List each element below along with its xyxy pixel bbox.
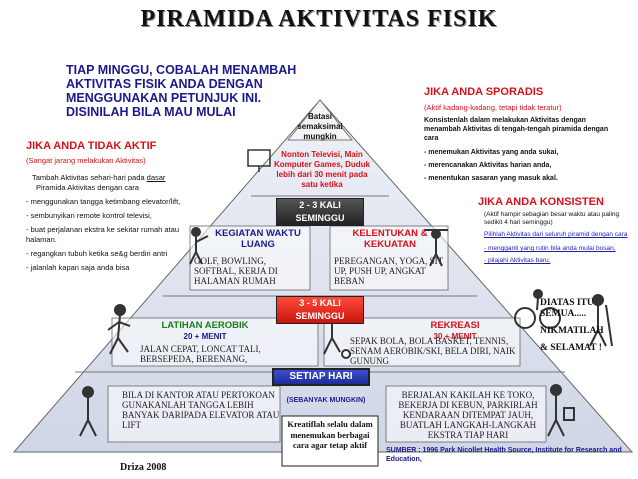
sporadic-item: - merencanakan Aktivitas harian anda, <box>424 162 552 169</box>
consistent-heading: JIKA ANDA KONSISTEN <box>478 196 604 208</box>
aerobic-box <box>111 317 319 367</box>
enjoy-message: DIATAS ITU SEMUA..... NIKMATILAH & SELAM… <box>540 298 630 354</box>
shopper-icon <box>547 384 575 437</box>
inactive-lead: Tambah Aktivitas sehari-hari pada dasar … <box>26 173 196 193</box>
apex-line-3: mungkin <box>303 132 337 141</box>
flex-heading: KELENTUKAN & KEKUATAN <box>340 228 440 250</box>
recreation-text: SEPAK BOLA, BOLA BASKET, TENNIS, SENAM A… <box>350 336 516 366</box>
leisure-heading: KEGIATAN WAKTU LUANG <box>208 228 308 250</box>
inactive-lead-suffix: Piramida Aktivitas dengan cara <box>36 183 139 192</box>
runner-icon <box>107 304 131 355</box>
flex-text: PEREGANGAN, YOGA, SIT UP, PUSH UP, ANGKA… <box>334 256 444 286</box>
sporadic-item: - menemukan Aktivitas yang anda sukai, <box>424 149 559 156</box>
inactive-heading: JIKA ANDA TIDAK AKTIF <box>26 140 157 152</box>
consistent-item: - pilajahi Aktivitas baru. <box>484 257 551 264</box>
intro-text: TIAP MINGGU, COBALAH MENAMBAH AKTIVITAS … <box>66 63 297 119</box>
daily-right-text: BERJALAN KAKILAH KE TOKO, BEKERJA DI KEB… <box>398 390 538 440</box>
consistent-subheading: (Aktif hampir sebagian besar waktu atau … <box>484 211 620 226</box>
daily-right-box <box>385 385 547 443</box>
creative-text: Kreatiflah selalu dalam menemukan berbag… <box>287 419 373 450</box>
consistent-panel: JIKA ANDA KONSISTEN (Aktif hampir sebagi… <box>478 196 628 265</box>
band-3-5: 3 - 5 KALI SEMINGGU <box>276 296 364 324</box>
tv-watcher-icon <box>247 149 271 172</box>
daily-left-text: BILA DI KANTOR ATAU PERTOKOAN GUNAKANLAH… <box>122 390 280 430</box>
sporadic-subheading: (Aktif kadang-kadang, tetapi tidak terat… <box>424 103 562 112</box>
recreation-heading-group: REKREASI 30 + MENIT <box>400 320 510 342</box>
inactive-lead-prefix: Tambah Aktivitas sehari-hari pada <box>32 173 147 182</box>
apex-label: Batasi semaksimal mungkin <box>290 112 350 142</box>
flex-box <box>329 225 449 291</box>
inactive-lead-underline: dasar <box>146 173 166 182</box>
enjoy-line-2: SEMUA..... <box>540 309 587 319</box>
recreation-sub: 30 + MENIT <box>433 332 477 341</box>
source-credit: SUMBER : 1996 Park Nicollet Health Sourc… <box>386 447 622 463</box>
band-2-3: 2 - 3 KALI SEMINGGU <box>276 198 364 226</box>
apex-line-1: Batasi <box>307 112 332 121</box>
sporadic-panel: JIKA ANDA SPORADIS (Aktif kadang-kadang,… <box>424 86 624 184</box>
apex-line-2: semaksimal <box>297 122 343 131</box>
weightlifter-icon <box>424 229 448 267</box>
aerobic-text: JALAN CEPAT, LONCAT TALI, BERSEPEDA, BER… <box>140 344 261 364</box>
page-title: PIRAMIDA AKTIVITAS FISIK <box>140 6 498 32</box>
aerobic-title: LATIHAN AEROBIK <box>161 320 249 331</box>
consistent-lead: Pilihlah Aktivitas dari seluruh piramid … <box>484 231 628 238</box>
band-daily: SETIAP HARI <box>272 368 370 386</box>
inactive-subheading: (Sangat jarang melakukan Aktivitas) <box>26 156 146 165</box>
pyramid-apex <box>286 99 354 141</box>
inactive-item: - sembunyikan remote kontrol televisi, <box>26 211 152 220</box>
biker-icon <box>514 289 561 329</box>
daily-sub: (SEBANYAK MUNGKIN) <box>286 397 366 404</box>
enjoy-line-4: & SELAMAT ! <box>540 343 602 353</box>
limit-text: Nonton Televisi, Main Komputer Games, Du… <box>273 150 370 189</box>
author-credit: Driza 2008 <box>120 462 167 473</box>
stairs-walker-icon <box>79 386 97 437</box>
leisure-title: KEGIATAN WAKTU LUANG <box>215 228 301 250</box>
inactive-item: - menggunakan tangga ketimbang elevator/… <box>26 197 181 206</box>
leisure-box <box>189 225 311 291</box>
sporadic-lead: Konsistenlah dalam melakukan Aktivitas d… <box>424 117 609 142</box>
recreation-title: REKREASI <box>430 320 480 331</box>
recreation-box <box>323 317 521 367</box>
aerobic-heading-group: LATIHAN AEROBIK 20 + MENIT <box>150 320 260 342</box>
inactive-item: - jalanlah kapan saja anda bisa <box>26 263 130 272</box>
inactive-panel: JIKA ANDA TIDAK AKTIF (Sangat jarang mel… <box>26 140 196 273</box>
consistent-item: - mengganti yang rutin bila anda mulai b… <box>484 245 616 252</box>
flex-title: KELENTUKAN & KEKUATAN <box>352 228 428 250</box>
inactive-item: - buat perjalanan ekstra ke sekitar ruma… <box>26 225 179 244</box>
golfer-icon <box>189 227 209 265</box>
leisure-text: GOLF, BOWLING, SOFTBAL, KERJA DI HALAMAN… <box>194 256 278 286</box>
sporadic-heading: JIKA ANDA SPORADIS <box>424 86 544 98</box>
enjoy-line-3: NIKMATILAH <box>540 326 604 336</box>
sporadic-item: - menentukan sasaran yang masuk akal. <box>424 175 558 182</box>
inactive-item: - regangkan tubuh ketika se&g berdiri an… <box>26 249 168 258</box>
aerobic-sub: 20 + MENIT <box>183 332 227 341</box>
enjoy-line-1: DIATAS ITU <box>540 298 594 308</box>
daily-left-box <box>107 385 281 443</box>
creative-box <box>281 415 379 467</box>
hiker-icon <box>589 294 613 347</box>
